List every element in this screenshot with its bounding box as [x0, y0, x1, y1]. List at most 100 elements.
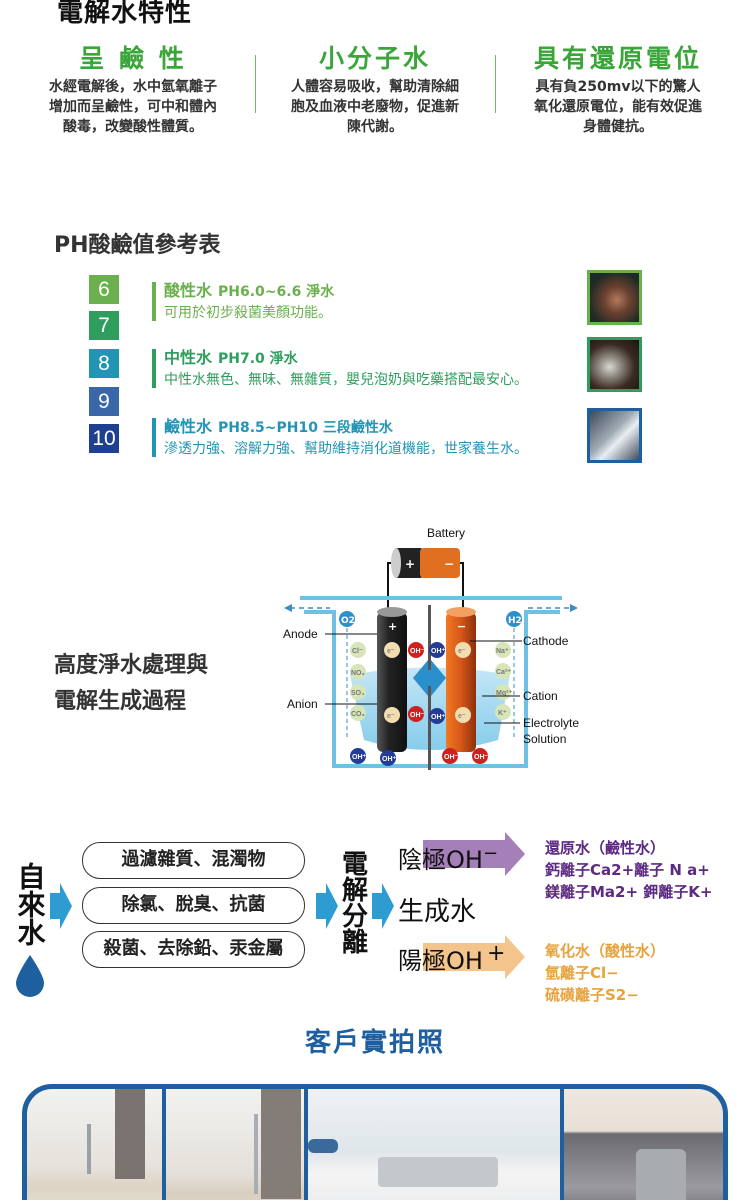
customer-photos-gallery [22, 1084, 728, 1200]
anion-label: Cl⁻ [352, 648, 363, 655]
ph-item-bar [152, 349, 156, 388]
feature-desc-line: 具有負250mv以下的驚人 [535, 79, 701, 95]
ph-scale-9: 9 [89, 387, 119, 416]
oxidized-water-line: 氧化水（酸性水） [545, 942, 666, 960]
anode-arrow [423, 935, 525, 979]
process-label: 電解分離 [337, 850, 368, 954]
anion-label: NO₃ [351, 670, 365, 677]
feature-desc-line: 胞及血液中老廢物，促進新 [291, 99, 459, 115]
battery-plus: + [405, 557, 415, 571]
o2-bubble [339, 611, 355, 627]
kitchen-faucet-photo-2 [166, 1089, 304, 1200]
reduced-water-line: 還原水（鹼性水） [545, 839, 666, 857]
battery-label: Battery [427, 526, 465, 540]
hands-water-photo [587, 270, 642, 325]
electron-label: e⁻ [458, 648, 466, 655]
ph-item-name: 鹼性水 [164, 417, 213, 436]
anode-label: Anode [283, 627, 318, 641]
solution-label: Solution [523, 732, 566, 746]
feature-alkaline: 呈 鹼 性 水經電解後，水中氫氧離子 增加而呈鹼性，可中和體內 酸毒，改變酸性體… [28, 44, 238, 137]
cathode-minus: − [457, 620, 466, 633]
electron-label: e⁻ [387, 648, 395, 655]
oh-neg-label: OH⁻ [410, 648, 425, 655]
reduced-water-info: 還原水（鹼性水） 鈣離子Ca2+離子 N a+ 鎂離子Ma2+ 鉀離子K+ [545, 837, 712, 903]
ph-item-bar [152, 418, 156, 457]
h2-label: H2 [508, 616, 522, 626]
arrow-right-icon [50, 883, 72, 929]
feature-title: 小分子水 [318, 44, 431, 73]
reduced-water-line: 鎂離子Ma2+ 鉀離子K+ [545, 883, 713, 901]
sink-faucet-photo [308, 1089, 560, 1200]
feature-desc: 人體容易吸收，幫助清除細 胞及血液中老廢物，促進新 陳代謝。 [270, 77, 480, 137]
oh-pos-label: OH⁺ [431, 714, 446, 721]
diagram-title-line: 電解生成過程 [54, 689, 187, 714]
anode-label-text: 陽極OH [398, 947, 483, 975]
source-label: 自來水 [13, 862, 47, 946]
ph-item-desc: 中性水無色、無味、無雜質，嬰兒泡奶與吃藥搭配最安心。 [164, 372, 528, 388]
cation-label: Ca²⁺ [496, 669, 511, 676]
ph-table-title: PH酸鹼值參考表 [54, 233, 221, 258]
ph-scale-6: 6 [89, 275, 119, 304]
arrow-right-icon [316, 883, 338, 929]
cathode-label-text: 陰極OH [398, 846, 483, 874]
feature-small-molecule: 小分子水 人體容易吸收，幫助清除細 胞及血液中老廢物，促進新 陳代謝。 [270, 44, 480, 137]
anion-label: SO₄ [351, 690, 364, 697]
double-arrow-icon [413, 660, 446, 696]
water-drop-icon [16, 955, 44, 997]
oxidized-water-line: 硫磺離子S2− [545, 986, 639, 1004]
cathode-output-label: 陰極OH− [398, 840, 498, 875]
ph-scale-10: 10 [89, 424, 119, 453]
ph-item-name: 酸性水 [164, 281, 213, 300]
divider [255, 55, 256, 113]
oh-pos-label: OH⁺ [352, 754, 367, 761]
oh-neg-label: OH⁻ [410, 712, 425, 719]
oh-neg-label: OH⁻ [474, 754, 489, 761]
reduced-water-line: 鈣離子Ca2+離子 N a+ [545, 861, 710, 879]
electrolysis-separation: 電解分離 [336, 850, 368, 954]
anode-plus: + [388, 620, 397, 633]
feature-title: 呈 鹼 性 [79, 44, 187, 73]
ph-item-range: PH7.0 淨水 [218, 351, 298, 367]
oh-pos-label: OH⁺ [382, 756, 397, 763]
diagram-title: 高度淨水處理與 電解生成過程 [54, 648, 208, 720]
generated-water: 生成水 [398, 897, 477, 927]
oh-pos-label: OH⁺ [431, 648, 446, 655]
feature-desc-line: 陳代謝。 [347, 119, 403, 135]
battery-minus: − [444, 557, 454, 571]
membrane [428, 605, 431, 770]
kitchen-faucet-photo-1 [27, 1089, 162, 1200]
ph-scale-8: 8 [89, 349, 119, 378]
ph-scale-7: 7 [89, 311, 119, 340]
cathode-arrow [423, 832, 525, 876]
ph-item-desc: 可用於初步殺菌美顏功能。 [164, 305, 332, 321]
feature-desc: 水經電解後，水中氫氧離子 增加而呈鹼性，可中和體內 酸毒，改變酸性體質。 [28, 77, 238, 137]
oxidized-water-line: 氫離子Cl− [545, 964, 619, 982]
electrolyte-label: Electrolyte [523, 716, 579, 730]
divider [495, 55, 496, 113]
diagram-title-line: 高度淨水處理與 [54, 653, 209, 678]
electron-label: e⁻ [387, 713, 395, 720]
cathode-sup: − [482, 843, 499, 864]
section-title-electrolyzed-water: 電解水特性 [57, 0, 193, 28]
customer-photos-title: 客戶實拍照 [304, 1028, 445, 1058]
feature-reduction-potential: 具有還原電位 具有負250mv以下的驚人 氧化還原電位，能有效促進 身體健抗。 [513, 44, 723, 137]
cation-label: K⁺ [498, 710, 507, 717]
anode-sup: + [486, 941, 506, 966]
electron-label: e⁻ [458, 713, 466, 720]
glass-water-photo [587, 337, 642, 392]
feature-desc-line: 酸毒，改變酸性體質。 [63, 119, 203, 135]
source-tap-water: 自來水 [13, 862, 47, 946]
faucet-photo [587, 408, 642, 463]
anode-rod [377, 612, 407, 752]
cathode-rod [446, 612, 476, 752]
feature-desc-line: 氧化還原電位，能有效促進 [534, 99, 702, 115]
o2-label: O2 [341, 616, 355, 626]
feature-desc-line: 身體健抗。 [583, 119, 653, 135]
feature-desc-line: 增加而呈鹼性，可中和體內 [49, 99, 217, 115]
ph-item-desc: 滲透力強、溶解力強、幫助維持消化道機能，世家養生水。 [164, 441, 528, 457]
